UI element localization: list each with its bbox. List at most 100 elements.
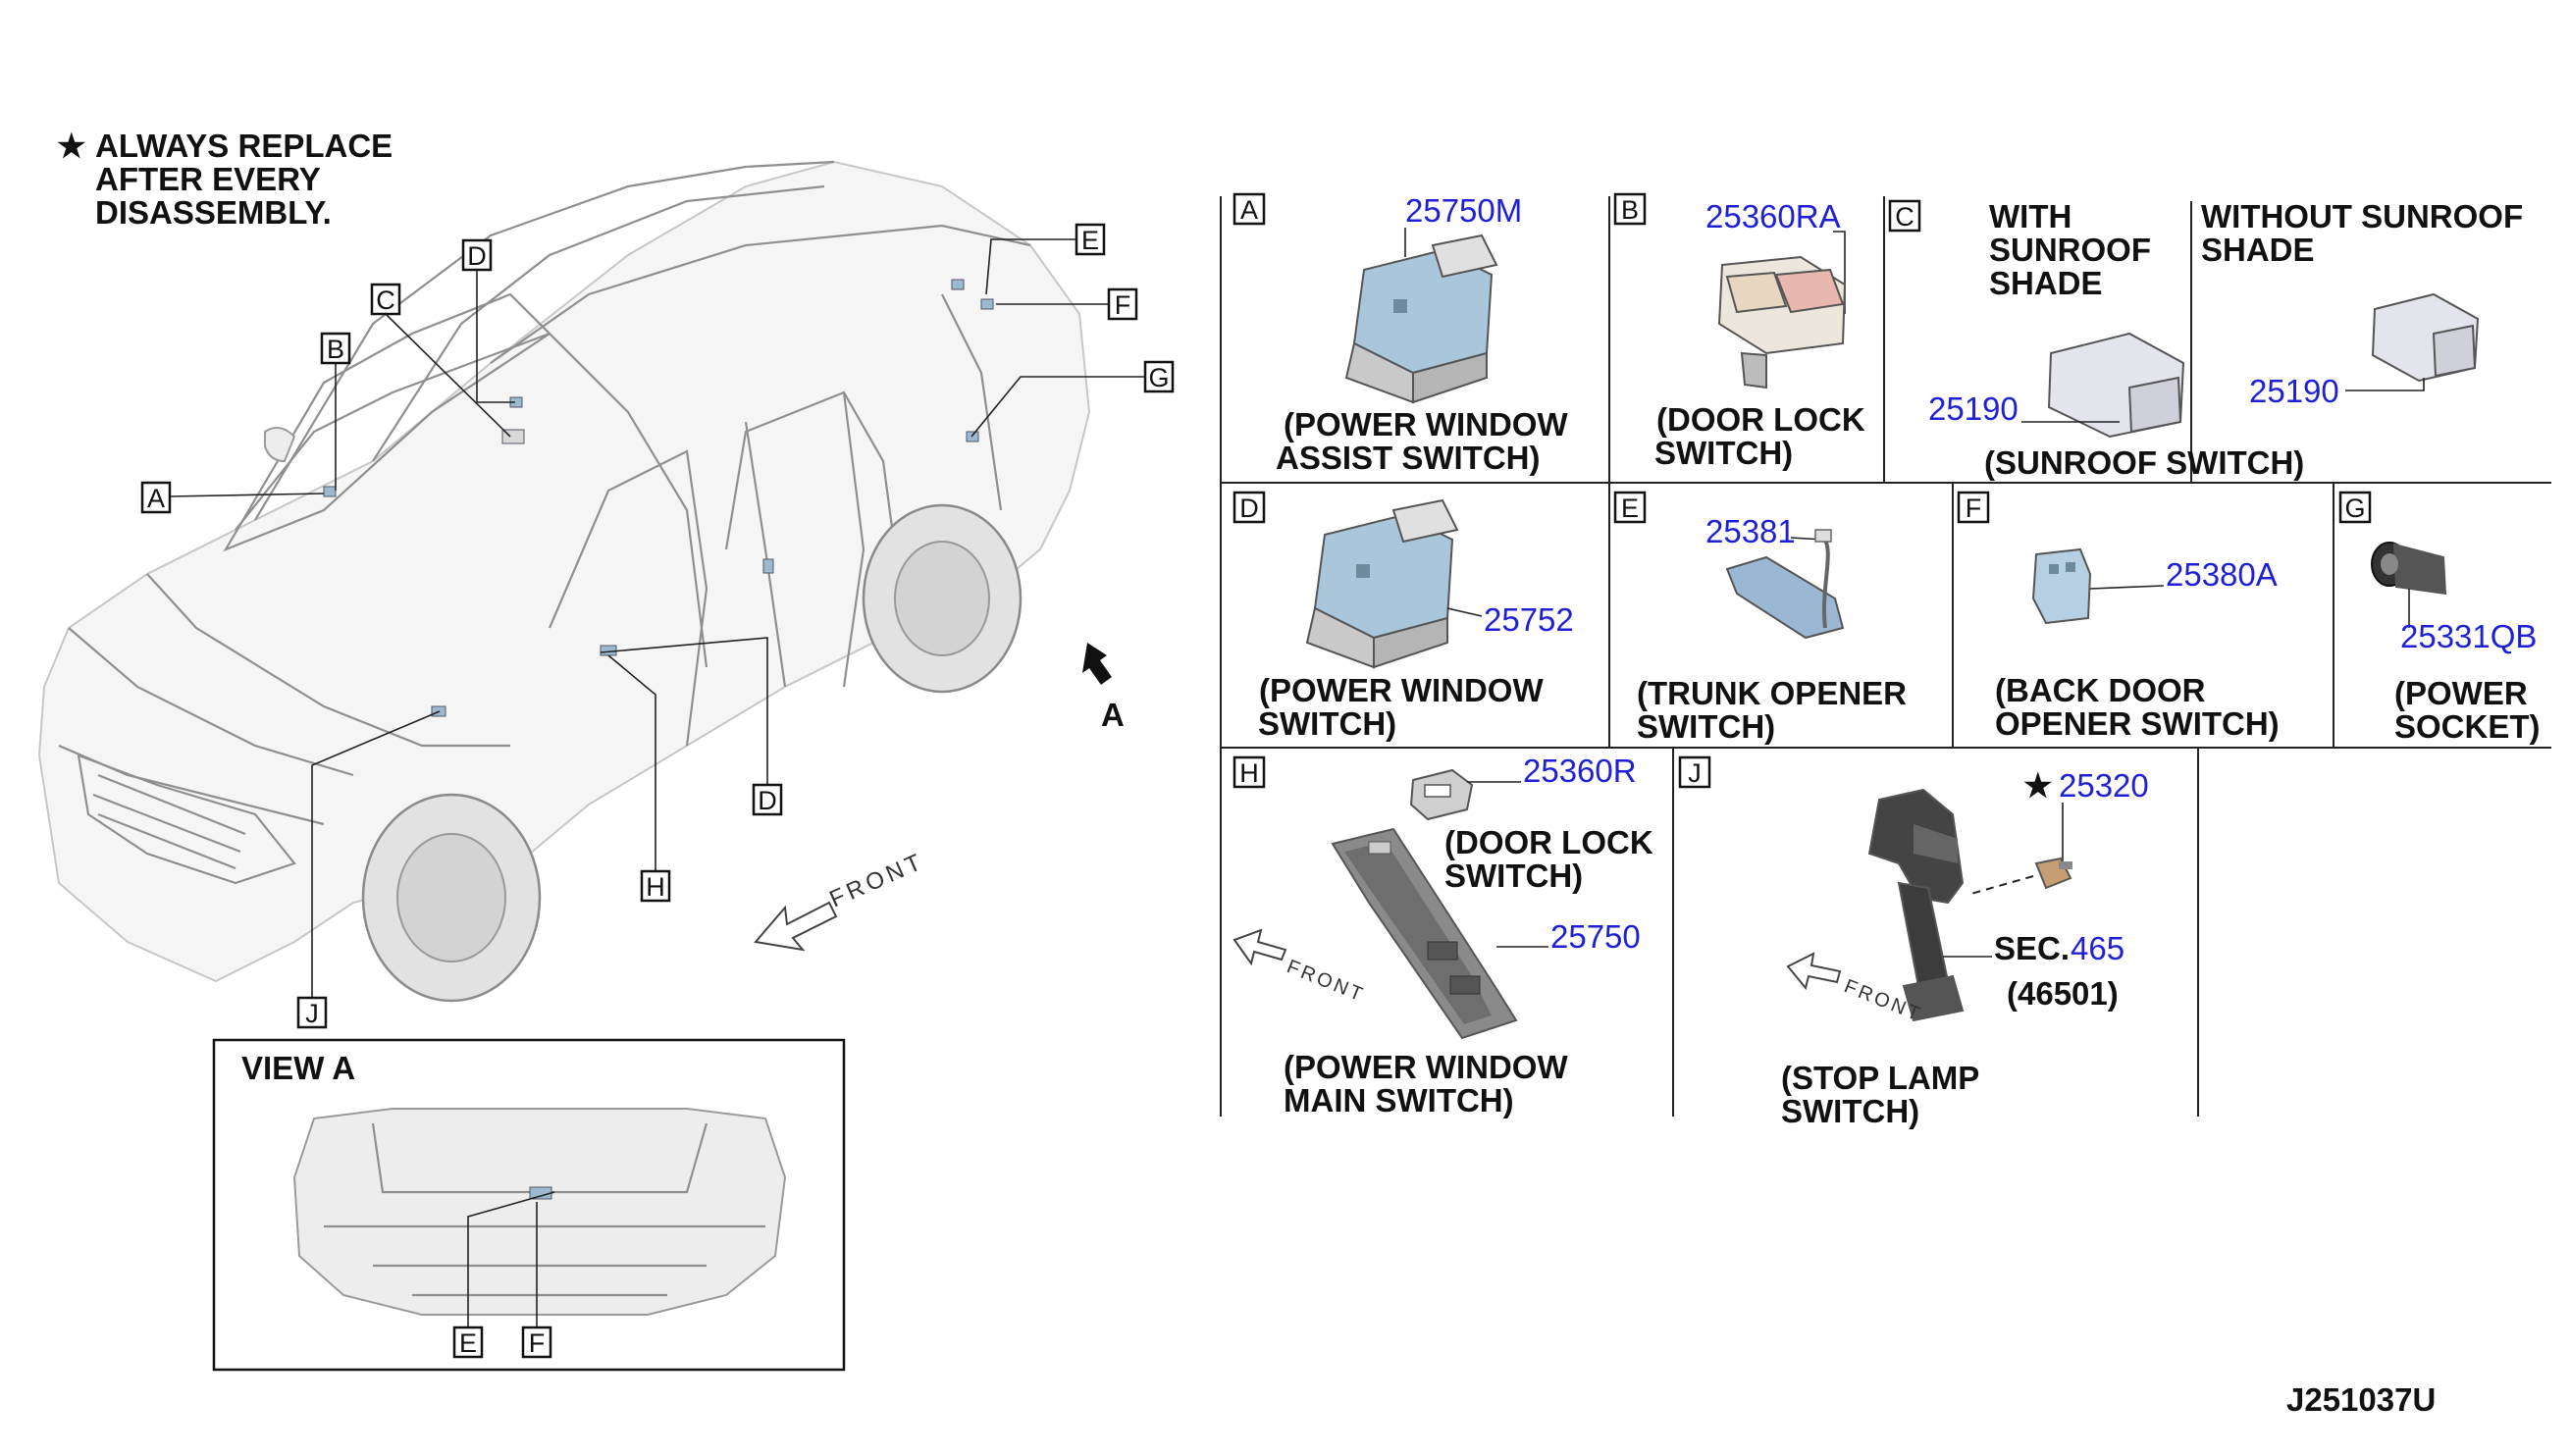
note-line-2: AFTER EVERY: [95, 161, 321, 197]
panel-f-letter: F: [1966, 494, 1982, 523]
replacement-note: ★ ALWAYS REPLACE AFTER EVERY DISASSEMBLY…: [57, 128, 393, 231]
panel-b-part-number: 25360RA: [1705, 198, 1841, 234]
panel-b: B 25360RA (DOOR LOCK SWITCH): [1613, 192, 1865, 471]
vehicle-callout-leaders: [169, 238, 1145, 998]
panel-grid: [1220, 196, 2551, 1117]
callout-d-lower: D: [758, 786, 777, 815]
panel-g-desc-2: SOCKET): [2394, 708, 2541, 745]
rear-bumper: [292, 1108, 787, 1316]
panel-h: H 25360R (DOOR LOCK SWITCH) 25750 FRONT …: [1233, 753, 1653, 1118]
trunk-opener-switch-icon: [1725, 529, 1845, 640]
panel-j-star-icon: ★: [2023, 767, 2053, 804]
callout-box-j: [296, 996, 328, 1029]
panel-h-part-number-2: 25750: [1550, 918, 1641, 955]
power-window-main-switch-icon: [1331, 827, 1518, 1040]
callout-f: F: [1115, 290, 1131, 320]
panel-b-letter: B: [1621, 195, 1639, 225]
panel-g: G 25331QB (POWER SOCKET): [2338, 491, 2541, 745]
panel-f-desc-1: (BACK DOOR: [1995, 672, 2206, 708]
sunroof-switch-with-shade-icon: [2047, 332, 2185, 439]
callout-a: A: [147, 484, 165, 513]
panel-c-with-part-number: 25190: [1928, 390, 2019, 427]
panel-e-desc-2: SWITCH): [1637, 708, 1775, 745]
front-label: FRONT: [825, 848, 928, 912]
view-arrow-label: A: [1101, 697, 1125, 733]
panel-h-desc-2b: MAIN SWITCH): [1284, 1082, 1514, 1118]
panel-j-part-number: 25320: [2059, 767, 2149, 804]
panel-c-desc: (SUNROOF SWITCH): [1984, 444, 2304, 481]
panel-c-with-line-1: WITH: [1989, 198, 2072, 234]
panel-c-without-part-number: 25190: [2249, 373, 2339, 409]
callout-box-b: [320, 332, 351, 365]
view-a-callout-e: E: [459, 1328, 477, 1358]
panel-a-part-number: 25750M: [1405, 192, 1522, 229]
view-a-callout-box-f: [521, 1326, 552, 1359]
panel-j-ref: (46501): [2007, 975, 2119, 1012]
panel-e-part-number: 25381: [1705, 513, 1796, 549]
callout-c: C: [376, 286, 395, 315]
back-door-opener-switch-icon: [2031, 547, 2092, 625]
panel-j-front-label: FRONT: [1841, 975, 1925, 1026]
panel-b-desc-2: SWITCH): [1654, 435, 1793, 471]
panel-h-desc-2a: (POWER WINDOW: [1284, 1049, 1568, 1085]
callout-h: H: [646, 872, 665, 902]
panel-f: F 25380A (BACK DOOR OPENER SWITCH): [1957, 491, 2280, 742]
panel-g-letter-box: [2338, 491, 2372, 524]
callout-box-h: [640, 869, 671, 903]
panel-a-letter: A: [1240, 195, 1258, 225]
view-a-inset: VIEW A E F: [212, 1038, 846, 1372]
panel-c: C WITH SUNROOF SHADE WITHOUT SUNROOF SHA…: [1888, 198, 2523, 481]
panel-h-desc-1b: SWITCH): [1444, 858, 1583, 894]
brake-pedal-assembly-icon: [1867, 788, 1965, 1022]
panel-a: A 25750M (POWER WINDOW ASSIST SWITCH): [1233, 192, 1568, 476]
callout-e: E: [1081, 226, 1099, 255]
view-a-callout-box-e: [452, 1326, 484, 1359]
panel-j-sec-prefix: SEC.: [1994, 930, 2070, 966]
callout-d-upper: D: [467, 241, 487, 271]
panel-j-desc-1: (STOP LAMP: [1781, 1060, 1979, 1096]
panel-d-letter: D: [1239, 494, 1259, 523]
callout-j: J: [305, 999, 319, 1028]
drawing-id: J251037U: [2286, 1381, 2436, 1418]
power-window-switch-icon: [1305, 498, 1459, 669]
view-a-callout-f: F: [529, 1328, 546, 1358]
callout-box-g: [1143, 360, 1175, 393]
panel-h-letter: H: [1239, 758, 1259, 788]
panel-h-front-label: FRONT: [1284, 956, 1368, 1007]
panel-g-desc-1: (POWER: [2394, 675, 2528, 711]
callout-box-f: [1107, 287, 1138, 321]
panel-d-part-number: 25752: [1484, 601, 1574, 638]
panel-e-letter: E: [1621, 494, 1639, 523]
panel-d-letter-box: [1233, 491, 1266, 524]
panel-c-letter-box: [1888, 199, 1921, 233]
note-star-icon: ★: [57, 128, 86, 164]
vehicle-illustration: [37, 160, 1091, 1003]
panel-f-letter-box: [1957, 491, 1990, 524]
panel-j: J ★ 25320 SEC. 465 (46501) FRONT (STOP L…: [1678, 755, 2149, 1129]
panel-c-with-line-3: SHADE: [1989, 265, 2103, 301]
panel-b-desc-1: (DOOR LOCK: [1656, 401, 1865, 438]
view-arrow-icon: [1082, 643, 1112, 685]
panel-h-desc-1a: (DOOR LOCK: [1444, 824, 1653, 860]
note-line-3: DISASSEMBLY.: [95, 194, 332, 231]
callout-box-e: [1075, 223, 1106, 256]
panel-j-sec-number: 465: [2071, 930, 2124, 966]
panel-g-letter: G: [2344, 494, 2365, 523]
panel-d-desc-1: (POWER WINDOW: [1259, 672, 1544, 708]
panel-c-without-line-1: WITHOUT SUNROOF: [2201, 198, 2523, 234]
panel-c-letter: C: [1895, 202, 1914, 232]
panel-g-part-number: 25331QB: [2400, 618, 2537, 654]
callout-g: G: [1148, 363, 1169, 392]
callout-box-c: [370, 283, 401, 316]
panel-f-desc-2: OPENER SWITCH): [1995, 705, 2280, 742]
sunroof-switch-without-shade-icon: [2371, 292, 2480, 383]
panel-h-part-number-1: 25360R: [1523, 753, 1637, 789]
panel-a-desc-2: ASSIST SWITCH): [1276, 440, 1541, 476]
panel-j-letter: J: [1688, 758, 1702, 788]
panel-h-front-indicator: FRONT: [1233, 928, 1368, 1007]
view-a-title: VIEW A: [241, 1050, 355, 1086]
front-indicator: FRONT: [754, 848, 928, 952]
callout-b: B: [327, 335, 344, 364]
panel-d-desc-2: SWITCH): [1258, 705, 1396, 742]
